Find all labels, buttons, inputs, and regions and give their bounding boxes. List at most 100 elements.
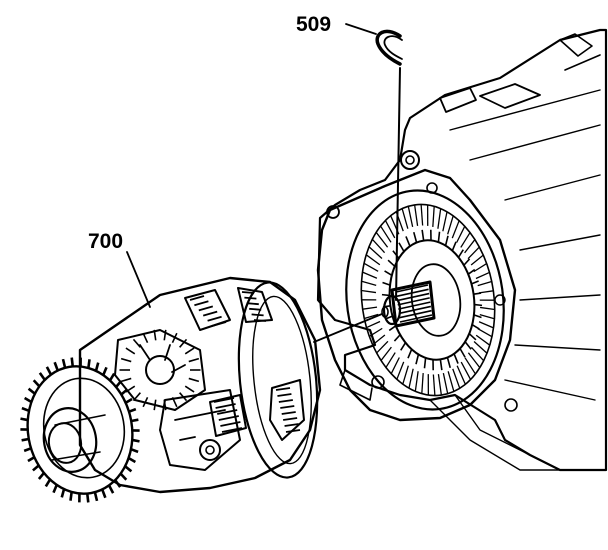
gear-tooth [471, 323, 480, 330]
gear-tooth [384, 270, 393, 277]
gear-tooth [188, 357, 200, 363]
spline-line [397, 297, 430, 306]
gear-tooth [124, 465, 133, 473]
spline-line [396, 288, 429, 298]
callout-700: 700 [88, 230, 123, 253]
gear-tooth [87, 359, 91, 369]
gear-tooth [361, 280, 377, 286]
gear-tooth [456, 225, 466, 243]
spline-line [202, 310, 218, 317]
gear-tooth [153, 329, 157, 341]
gear-tooth [70, 357, 75, 367]
spline-line [275, 387, 291, 391]
gear-tooth [365, 254, 381, 266]
spline-line [281, 411, 296, 415]
gear-tooth [127, 456, 137, 464]
gear-tooth [179, 338, 188, 348]
gear-tooth [384, 220, 396, 239]
gear-tooth [452, 368, 461, 389]
gear-tooth [463, 258, 471, 266]
gear-tooth [114, 479, 122, 488]
callout-509: 509 [296, 13, 331, 36]
spline-line [396, 292, 430, 302]
gear-tooth [415, 354, 420, 365]
gear-tooth [37, 472, 45, 480]
gear-tooth [362, 306, 378, 310]
install-line-509 [395, 67, 401, 301]
shaft-splines [395, 284, 433, 323]
spline-line [189, 295, 205, 301]
gear-tooth [61, 358, 67, 369]
spline-line [395, 284, 429, 293]
gear-tooth [474, 303, 483, 307]
gear-tooth [387, 259, 396, 267]
gear-tooth [45, 366, 53, 376]
gear-tooth [413, 204, 419, 226]
spider-gear-teeth [119, 329, 201, 411]
gear-tooth [375, 231, 389, 248]
gear-tooth [446, 357, 451, 369]
gear-tooth [44, 478, 52, 488]
gear-tooth [414, 371, 419, 392]
gear-tooth [479, 314, 495, 320]
spline-line [253, 319, 267, 322]
spline-line [398, 301, 431, 310]
gear-tooth [366, 320, 381, 329]
gear-tooth [437, 208, 442, 229]
gear-tooth [473, 263, 488, 273]
gear-tooth [368, 246, 383, 259]
gear-tooth [93, 491, 99, 502]
gear-tooth [453, 353, 459, 364]
gear-tooth [20, 417, 29, 422]
gear-tooth [459, 348, 466, 358]
gear-tooth [376, 340, 389, 354]
gear-tooth [372, 334, 386, 346]
gear-tooth [130, 418, 139, 423]
gear-tooth [52, 484, 58, 494]
gear-tooth [408, 368, 414, 389]
gear-tooth [171, 332, 178, 344]
gear-tooth [421, 229, 425, 241]
gear-tooth [407, 348, 413, 359]
gear-tooth [142, 332, 149, 344]
gear-tooth [398, 242, 405, 252]
gear-tooth [364, 313, 379, 320]
gear-tooth [473, 314, 482, 319]
gear-tooth [53, 361, 59, 372]
gear-tooth [444, 235, 449, 246]
spline-line [251, 313, 264, 317]
gear-tooth [124, 397, 133, 404]
gear-tooth [475, 271, 490, 280]
gear-tooth [132, 392, 141, 402]
gear-tooth [470, 254, 484, 266]
gear-tooth [478, 321, 494, 329]
gear-tooth [101, 488, 107, 499]
gear-tooth [120, 377, 132, 383]
gear-tooth [362, 271, 378, 279]
gear-tooth [432, 206, 435, 228]
gear-tooth [38, 372, 46, 381]
gear-tooth [380, 225, 392, 243]
install-line-700 [313, 313, 383, 343]
gear-tooth [128, 407, 137, 413]
gear-tooth [94, 362, 100, 372]
gear-tooth [396, 361, 405, 380]
gear-tooth [467, 352, 481, 369]
spline-line [398, 305, 432, 315]
gear-tooth [460, 361, 472, 380]
gear-tooth [473, 292, 482, 295]
gear-tooth [32, 379, 41, 388]
gear-tooth [131, 438, 140, 443]
gear-tooth [456, 365, 466, 385]
spline-line [399, 309, 432, 319]
gear-tooth [368, 327, 383, 337]
gear-tooth [451, 241, 457, 252]
gear-tooth [119, 472, 128, 481]
spline-line [277, 393, 292, 397]
leader-700 [126, 251, 151, 308]
differential-assembly-700: 700 [20, 230, 383, 503]
gear-tooth [442, 211, 448, 232]
gear-tooth [464, 341, 472, 350]
gear-tooth [432, 374, 436, 396]
